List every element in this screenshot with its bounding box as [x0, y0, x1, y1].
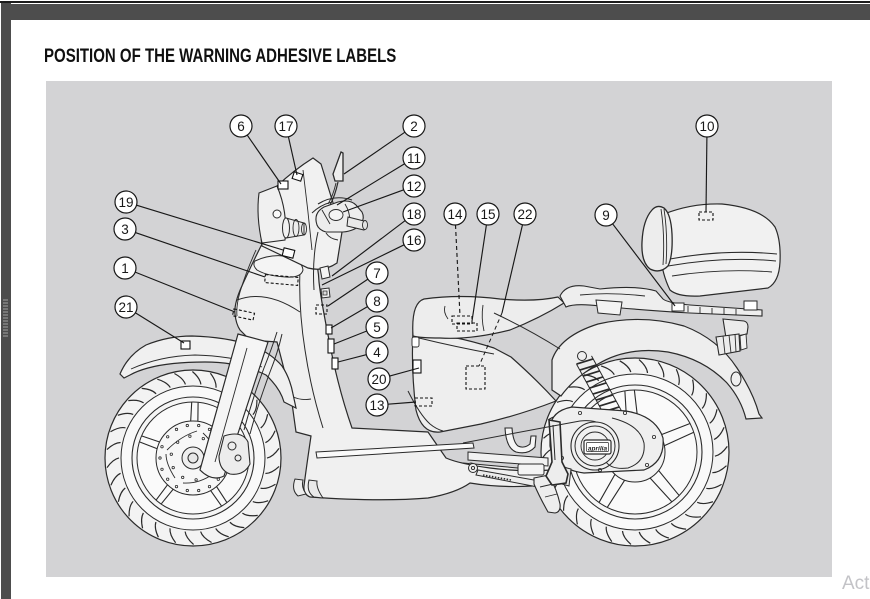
svg-text:7: 7: [373, 266, 381, 281]
svg-text:13: 13: [369, 398, 384, 413]
svg-text:8: 8: [373, 294, 381, 309]
svg-text:2: 2: [410, 119, 418, 134]
svg-text:4: 4: [373, 345, 381, 360]
svg-text:20: 20: [371, 372, 386, 387]
svg-text:1: 1: [121, 261, 129, 276]
svg-text:10: 10: [699, 119, 714, 134]
svg-text:16: 16: [406, 233, 421, 248]
svg-text:5: 5: [373, 320, 381, 335]
svg-text:14: 14: [447, 207, 463, 222]
svg-text:15: 15: [480, 207, 495, 222]
svg-text:9: 9: [602, 208, 610, 223]
svg-text:aprilia: aprilia: [588, 446, 608, 453]
svg-text:21: 21: [118, 300, 133, 315]
svg-text:11: 11: [407, 151, 421, 166]
svg-text:18: 18: [406, 207, 421, 222]
svg-text:17: 17: [278, 119, 293, 134]
svg-text:3: 3: [121, 222, 129, 237]
svg-text:6: 6: [237, 119, 245, 134]
svg-text:12: 12: [406, 179, 421, 194]
svg-text:19: 19: [118, 195, 133, 210]
svg-text:22: 22: [517, 207, 532, 222]
